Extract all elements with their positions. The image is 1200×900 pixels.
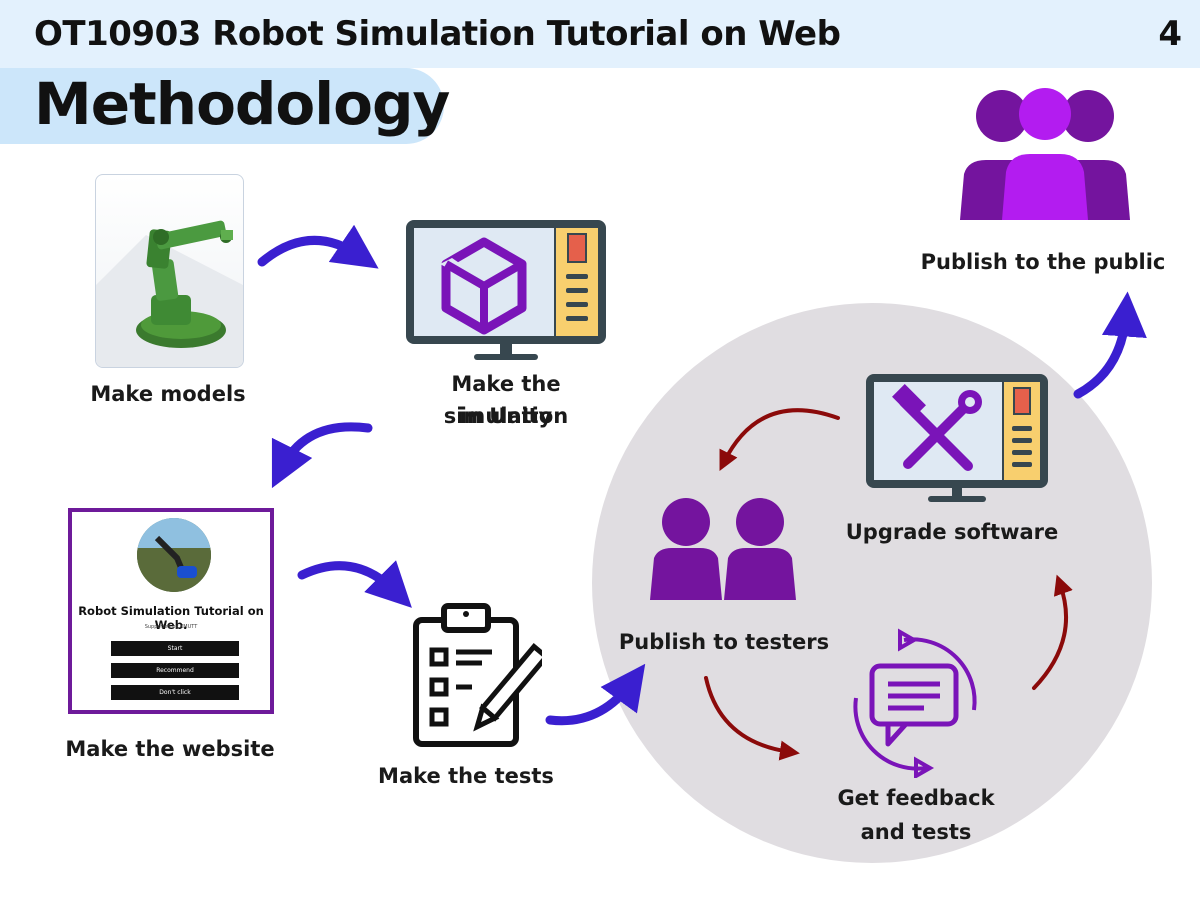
make-models-label: Make models (90, 382, 246, 406)
clipboard-checklist-icon (413, 603, 542, 747)
arrow-website-to-tests (297, 560, 412, 608)
make-simulation-label-line1: Make the simulation (443, 372, 569, 428)
website-title: Robot Simulation Tutorial on Web. (78, 604, 264, 632)
website-avatar-image (137, 518, 211, 592)
website-screenshot: Robot Simulation Tutorial on Web. Suppor… (68, 508, 274, 714)
course-title: OT10903 Robot Simulation Tutorial on Web (34, 14, 841, 54)
arrow-upgrade-to-testers (719, 408, 840, 471)
make-tests-label: Make the tests (378, 764, 554, 788)
robot-arm-model-image (95, 174, 244, 368)
publish-testers-label: Publish to testers (618, 630, 830, 654)
page-number: 4 (1158, 14, 1182, 54)
chat-feedback-cycle-icon (853, 628, 977, 778)
arrow-upgrade-to-public (1073, 291, 1147, 399)
upgrade-software-label: Upgrade software (845, 520, 1059, 544)
section-title: Methodology (34, 70, 450, 138)
arrow-feedback-to-upgrade (1032, 574, 1073, 690)
website-subtitle: Supported by KMUTT (144, 624, 198, 630)
make-simulation-label-line2: in Unity (459, 404, 553, 428)
website-start-button[interactable]: Start (111, 641, 239, 656)
header-bar: OT10903 Robot Simulation Tutorial on Web… (0, 0, 1200, 68)
arrow-testers-to-feedback (704, 676, 800, 761)
publish-public-label: Publish to the public (920, 250, 1166, 274)
three-people-icon (960, 88, 1130, 220)
section-title-pill (0, 68, 444, 144)
get-feedback-label-line1: Get feedback (837, 786, 995, 810)
get-feedback-label-line2: and tests (860, 820, 972, 844)
arrow-models-to-simulation (257, 224, 379, 269)
website-dont-click-button[interactable]: Don't click (111, 685, 239, 700)
make-website-label: Make the website (65, 737, 275, 761)
website-recommend-button[interactable]: Recommend (111, 663, 239, 678)
two-people-icon (650, 498, 796, 600)
tools-monitor-icon (866, 374, 1048, 502)
arrow-simulation-to-website (271, 422, 373, 489)
unity-logo-monitor-icon (406, 220, 606, 360)
arrow-tests-to-testers (545, 663, 646, 726)
